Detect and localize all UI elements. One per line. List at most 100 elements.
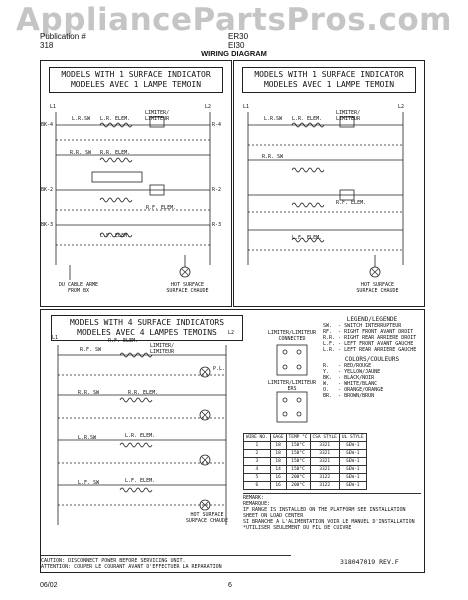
wire-table: WIRE NO. GAGE TEMP °C CSA STYLE UL STYLE… <box>243 433 367 490</box>
table-row: 5 16 200°C 3122 SEW-1 <box>243 473 367 482</box>
table-cell: 3122 <box>309 473 340 482</box>
label-lf-sw: L.F. SW <box>78 480 100 486</box>
table-cell: 150°C <box>285 465 311 474</box>
legend-item: L.F. - LEFT FRONT AVANT GAUCHE <box>323 341 414 347</box>
panel-title: MODELS WITH 4 SURFACE INDICATORS MODELES… <box>51 315 243 341</box>
table-header: WIRE NO. <box>243 433 271 442</box>
limiter-box <box>149 184 165 196</box>
label-lf-elem: L.F. ELEM. <box>125 478 156 484</box>
panel-top-left: MODELS WITH 1 SURFACE INDICATOR MODELES … <box>40 60 232 307</box>
publication-number: 318 <box>40 41 54 50</box>
label-lr-elem: L.R. ELEM. <box>100 116 131 122</box>
terminal <box>296 349 302 355</box>
label-lf-elem: L.F. ELEM. <box>292 235 323 241</box>
table-cell: 150°C <box>285 449 311 458</box>
color-item: Y. - YELLOW/JAUNE <box>323 369 381 375</box>
caution-box: CAUTION: DISCONNECT POWER BEFORE SERVICI… <box>41 555 291 570</box>
color-item: R. - RED/ROUGE <box>323 363 372 369</box>
table-cell: 150°C <box>285 457 311 466</box>
table-row: 3 18 150°C 3321 SEW-1 <box>243 457 367 466</box>
color-item: BK. - BLACK/NOIR <box>323 375 375 381</box>
table-row: 1 18 150°C 3321 SEW-1 <box>243 441 367 450</box>
label-hot-surface: HOT SURFACE SURFACE CHAUDE <box>356 282 399 294</box>
label-lf-elem: L.F. ELEM. <box>100 233 131 239</box>
schematic-top-right <box>247 112 404 278</box>
label-limiter: LIMITER/ LIMITEUR <box>150 343 175 355</box>
element-coil <box>291 202 325 208</box>
label-lr-sw: L.R.SW <box>72 116 91 122</box>
label-rf-elem: R.F. ELEM. <box>336 200 367 206</box>
page-number: 6 <box>228 582 232 589</box>
colors-title: COLORS/COULEURS <box>344 356 400 363</box>
label-lr-sw: L.R.SW <box>78 435 97 441</box>
pilot-lamp <box>199 454 211 466</box>
label-rr-sw: R.R. SW <box>70 150 92 156</box>
label-lr-elem: L.R. ELEM. <box>292 116 323 122</box>
table-cell: 1 <box>243 441 271 450</box>
panel-title-fr: MODELES AVEC 1 LAMPE TEMOIN <box>70 80 202 89</box>
model-line-2: EI30 <box>228 41 245 50</box>
panel-title-en: MODELS WITH 4 SURFACE INDICATORS <box>69 318 225 327</box>
model-line-1: ER30 <box>228 32 249 41</box>
label-lr-elem: L.R. ELEM. <box>125 433 156 439</box>
table-cell: SEW-1 <box>338 457 367 466</box>
table-cell: 5 <box>243 473 271 482</box>
legend: LEGEND/LEGENDE SW. - SWITCH INTERRUPTEUR… <box>323 316 421 399</box>
label-l2: L2 <box>398 104 405 110</box>
terminal <box>282 397 288 403</box>
label-l1: L1 <box>50 104 57 110</box>
table-cell: 3 <box>243 457 271 466</box>
label-l2: L2 <box>205 104 212 110</box>
part-number: 318047019 REV.F <box>340 558 399 566</box>
pilot-lamp <box>199 499 211 511</box>
table-cell: SEW-1 <box>338 441 367 450</box>
table-cell: 16 <box>269 473 287 482</box>
remark-text-fr: SI BRANCHE A L'ALIMENTATION VOIR LE MANU… <box>243 519 415 525</box>
label-rr-elem: R.R. ELEM. <box>128 390 159 396</box>
table-header: GAGE <box>269 433 287 442</box>
label-limiter: LIMITER/ LIMITEUR <box>145 110 170 122</box>
legend-title: LEGEND/LEGENDE <box>346 316 398 323</box>
table-cell: 18 <box>269 449 287 458</box>
panel-title-fr: MODELES AVEC 4 LAMPES TEMOINS <box>77 328 217 337</box>
table-cell: 4 <box>243 465 271 474</box>
table-header: TEMP °C <box>285 433 311 442</box>
legend-item: R.R. - RIGHT REAR ARRIERE DROIT <box>323 335 417 341</box>
label-rf-sw: R.F. SW <box>80 347 102 353</box>
schematic-bottom <box>57 344 308 525</box>
table-cell: 200°C <box>285 481 311 490</box>
footer-date: 06/02 <box>40 582 58 589</box>
table-cell: 16 <box>269 481 287 490</box>
wire-code: R-3 <box>212 222 222 228</box>
terminal <box>282 411 288 417</box>
label-limiter-ers: LIMITER/LIMITEUR ERS <box>267 380 317 392</box>
panel-top-right: MODELS WITH 1 SURFACE INDICATOR MODELES … <box>233 60 425 307</box>
element-coil <box>291 167 325 173</box>
table-cell: 18 <box>269 457 287 466</box>
wire-code: BK-4 <box>41 122 54 128</box>
wire-code: BK-2 <box>41 187 54 193</box>
schematic-top-left <box>55 112 211 280</box>
label-lr-sw: L.R.SW <box>264 116 283 122</box>
table-cell: 14 <box>269 465 287 474</box>
label-hot-surface: HOT SURFACE SURFACE CHAUDE <box>185 512 229 524</box>
table-row: 6 16 200°C 3122 SEW-1 <box>243 481 367 490</box>
element-coil <box>119 397 153 403</box>
element-coil <box>99 197 133 203</box>
element-coil <box>99 157 133 163</box>
label-cable: DU CABLE ARME FROM BX <box>58 282 99 294</box>
table-cell: SEW-1 <box>338 465 367 474</box>
remark-title: REMARK: <box>243 495 265 501</box>
panel-title-en: MODELS WITH 1 SURFACE INDICATOR <box>61 70 211 79</box>
table-cell: 200°C <box>285 473 311 482</box>
table-cell: 6 <box>243 481 271 490</box>
table-cell: 150°C <box>285 441 311 450</box>
page-title: WIRING DIAGRAM <box>201 49 267 58</box>
element-coil <box>119 442 153 448</box>
table-row: 4 14 150°C 3321 SEW-1 <box>243 465 367 474</box>
publication-label: Publication # <box>40 32 86 41</box>
panel-title-en: MODELS WITH 1 SURFACE INDICATOR <box>254 70 404 79</box>
table-cell: 2 <box>243 449 271 458</box>
color-item: W. - WHITE/BLANC <box>323 381 378 387</box>
terminal <box>282 364 288 370</box>
